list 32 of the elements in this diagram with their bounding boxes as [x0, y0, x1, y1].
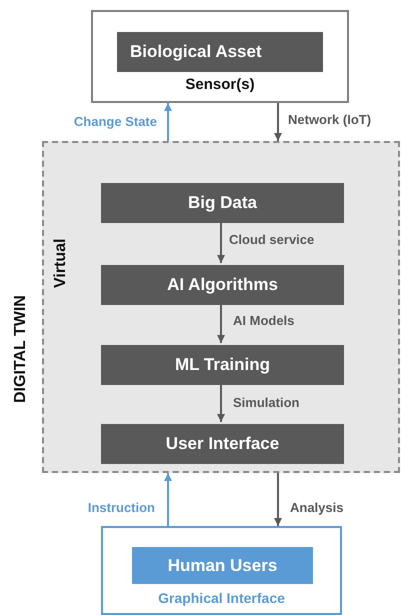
- arrow: [164, 103, 172, 141]
- arrow: [217, 221, 225, 263]
- box-label: AI Algorithms: [167, 275, 278, 295]
- process-box: [101, 183, 344, 223]
- arrow: [274, 103, 282, 141]
- asset-panel: [91, 10, 349, 103]
- edge-label: Instruction: [88, 500, 155, 515]
- arrow: [217, 303, 225, 343]
- box-label: Big Data: [188, 193, 257, 213]
- edge-label: Network (IoT): [288, 112, 372, 127]
- arrow: [217, 383, 225, 422]
- interface-panel: [101, 526, 342, 615]
- arrow: [274, 473, 282, 526]
- panel-caption: Graphical Interface: [157, 590, 286, 606]
- process-box: [101, 424, 344, 464]
- process-box: [132, 547, 313, 584]
- box-label: ML Training: [174, 355, 270, 375]
- arrow: [164, 473, 172, 526]
- edge-label: Cloud service: [229, 232, 314, 247]
- box-label: Human Users: [168, 556, 278, 576]
- edge-label: Simulation: [233, 395, 300, 410]
- edge-label: Change State: [74, 114, 157, 129]
- edge-label: Analysis: [290, 500, 344, 515]
- box-label: Biological Asset: [129, 42, 262, 62]
- panel-caption: Sensor(s): [184, 76, 256, 93]
- box-label: User Interface: [166, 434, 280, 454]
- process-box: [101, 345, 344, 385]
- container-title: DIGITAL TWIN: [12, 295, 30, 403]
- container-subtitle: Virtual: [52, 238, 70, 288]
- process-box: [101, 265, 344, 305]
- edge-label: AI Models: [233, 313, 294, 328]
- process-box: [117, 32, 323, 72]
